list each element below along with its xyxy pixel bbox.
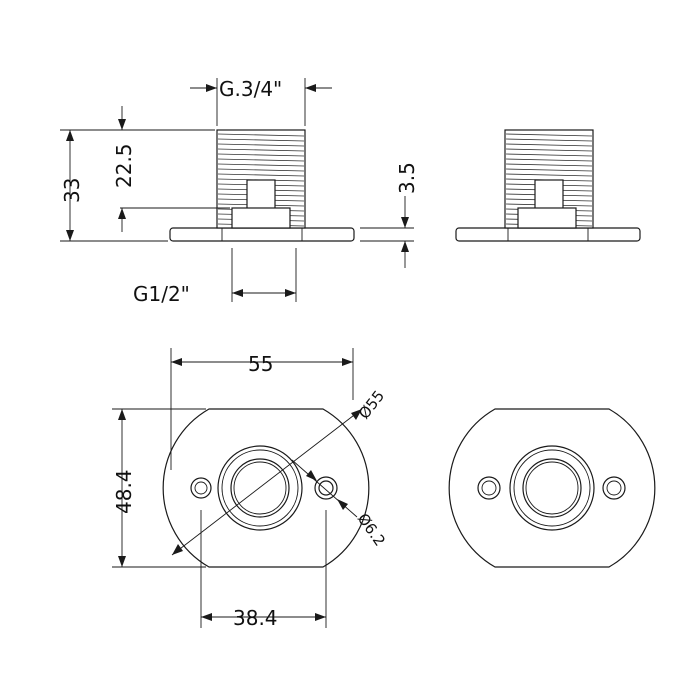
- body-bore: [230, 458, 290, 518]
- dim-overall-height: 33: [60, 129, 215, 242]
- thread-line: [217, 168, 305, 172]
- dim-bottom-thread: G1/2": [133, 248, 297, 306]
- thread-line: [505, 163, 593, 167]
- thread-line: [505, 153, 593, 157]
- dim-flange-height: 48.4: [112, 408, 206, 568]
- label-flange-thickness: 3.5: [395, 162, 419, 194]
- thread-line: [217, 163, 305, 167]
- front-flange-2: [448, 408, 656, 568]
- thread-line: [217, 153, 305, 157]
- dim-thread-length: 22.5: [112, 106, 230, 232]
- side-bore: [246, 179, 276, 211]
- thread-line: [505, 158, 593, 162]
- label-hole-spacing: 38.4: [233, 606, 278, 630]
- label-flange-width: 55: [248, 352, 273, 376]
- dim-flange-thickness: 3.5: [360, 162, 419, 268]
- dim-hole-diameter: Ø6.2: [291, 459, 389, 550]
- thread-line: [505, 148, 593, 152]
- thread-line: [505, 168, 593, 172]
- label-top-thread: G.3/4": [219, 77, 282, 101]
- thread-line: [505, 133, 593, 137]
- thread-line: [217, 148, 305, 152]
- thread-line: [217, 133, 305, 137]
- label-overall-height: 33: [60, 178, 84, 203]
- label-flange-diameter: Ø55: [355, 387, 388, 422]
- label-thread-length: 22.5: [112, 143, 136, 188]
- side-view-right: [455, 129, 641, 242]
- label-flange-height: 48.4: [112, 469, 136, 514]
- thread-line: [505, 143, 593, 147]
- side-flange-2: [455, 227, 641, 242]
- thread-line: [505, 173, 593, 177]
- side-view-left: [169, 129, 355, 242]
- label-bottom-thread: G1/2": [133, 282, 190, 306]
- mount-hole-right: [314, 476, 338, 500]
- thread-line: [217, 138, 305, 142]
- dim-hole-spacing: 38.4: [200, 510, 327, 630]
- thread-line: [217, 173, 305, 177]
- dim-flange-width: 55: [170, 348, 354, 470]
- thread-line: [505, 138, 593, 142]
- mount-hole-left: [190, 477, 212, 499]
- side-flange: [169, 227, 355, 242]
- body-outer: [217, 445, 303, 531]
- front-view-left: [162, 408, 370, 568]
- thread-line: [217, 143, 305, 147]
- front-flange: [162, 408, 370, 568]
- dim-top-thread: G.3/4": [190, 77, 332, 126]
- thread-line: [217, 158, 305, 162]
- front-view-right: [448, 408, 656, 568]
